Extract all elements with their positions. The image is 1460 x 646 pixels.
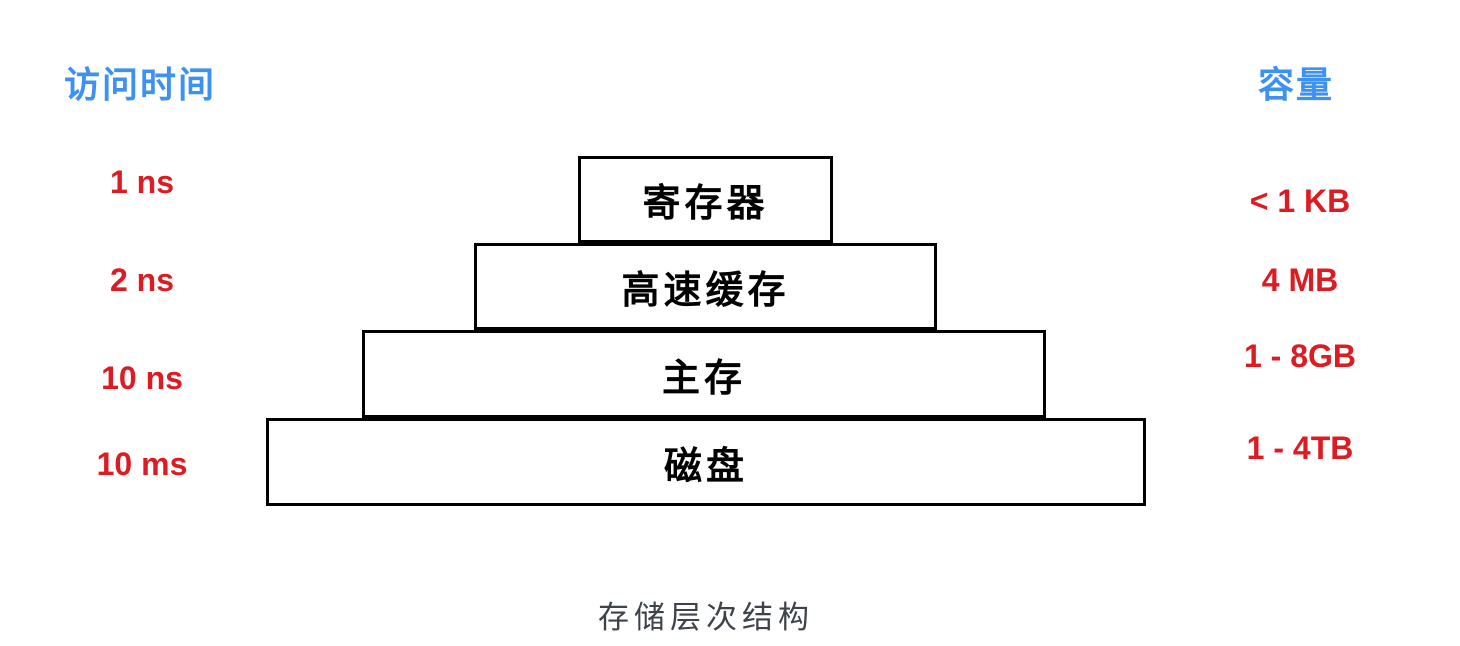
access-time-label-registers: 1 ns	[109, 164, 175, 200]
capacity-column-header: 容量	[1258, 64, 1335, 105]
pyramid-level-box-main-memory: 主存	[362, 330, 1046, 418]
capacity-label-cache: 4 MB	[1261, 262, 1339, 298]
access-time-column-header: 访问时间	[64, 64, 217, 105]
capacity-label-registers: < 1 KB	[1249, 183, 1351, 219]
access-time-label-main-memory: 10 ns	[101, 360, 183, 396]
access-time-label-cache: 2 ns	[109, 262, 175, 298]
access-time-label-disk: 10 ms	[96, 446, 188, 482]
diagram-caption: 存储层次结构	[598, 600, 814, 635]
pyramid-level-box-disk: 磁盘	[266, 418, 1146, 506]
capacity-label-main-memory: 1 - 8GB	[1243, 338, 1357, 374]
capacity-label-disk: 1 - 4TB	[1246, 430, 1354, 466]
pyramid-level-box-cache: 高速缓存	[474, 243, 937, 330]
pyramid-level-box-registers: 寄存器	[578, 156, 833, 243]
